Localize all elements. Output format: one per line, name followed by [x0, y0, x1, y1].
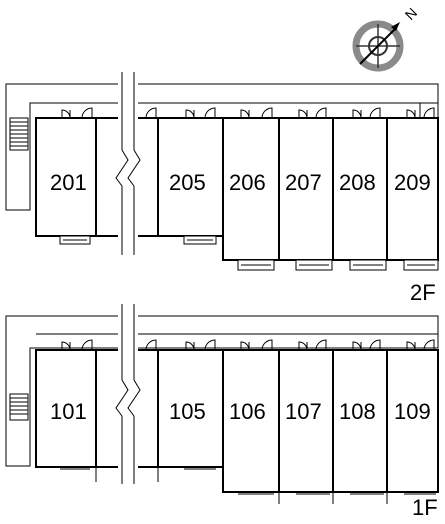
floor-2f-plan: 201 205 206 207 208 209 2F [5, 72, 439, 305]
floor-1f-plan: 101 105 106 107 108 109 1F [5, 304, 439, 520]
room-number: 101 [50, 399, 87, 424]
floor-label: 2F [410, 280, 436, 305]
balcony-icons [59, 235, 439, 271]
break-mark [115, 72, 141, 257]
break-mark [115, 304, 141, 486]
room-number: 209 [394, 170, 431, 195]
room-number: 105 [169, 399, 206, 424]
room-number: 205 [169, 170, 206, 195]
room-number: 107 [285, 399, 322, 424]
room-number: 206 [229, 170, 266, 195]
compass-icon: N [352, 4, 420, 72]
compass-north-label: N [402, 4, 420, 22]
window-icons [60, 468, 436, 495]
room-number: 208 [339, 170, 376, 195]
room-number: 109 [394, 399, 431, 424]
floor-label: 1F [412, 495, 438, 520]
room-number: 106 [229, 399, 266, 424]
room-number: 207 [285, 170, 322, 195]
door-icons [61, 339, 435, 351]
door-icons [61, 107, 435, 119]
room-number: 201 [50, 170, 87, 195]
room-number: 108 [339, 399, 376, 424]
stairs-icon [9, 117, 29, 151]
stairs-icon [9, 393, 29, 421]
